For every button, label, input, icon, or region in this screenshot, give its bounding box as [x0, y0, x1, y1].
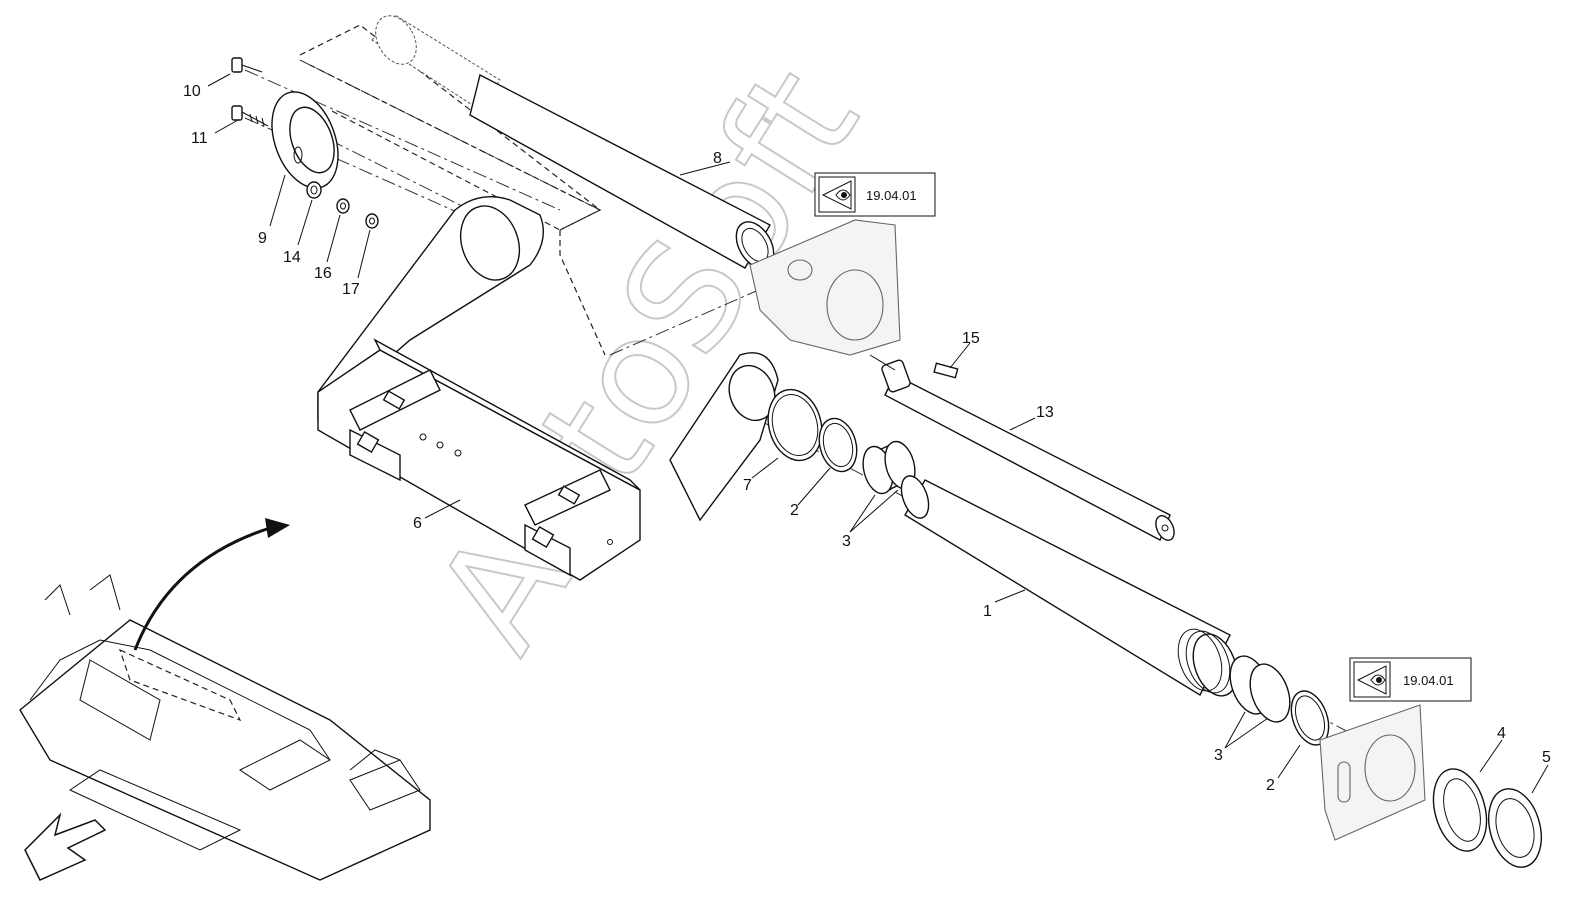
watermark: AutoSoft: [402, 40, 893, 681]
reference-box-upper: 19.04.01: [814, 172, 936, 217]
side-plate: [669, 352, 779, 522]
part-2-seal-lower: [1290, 690, 1330, 746]
washer-17: [365, 213, 379, 229]
reference-label-upper: 19.04.01: [866, 188, 917, 203]
washer-16: [336, 198, 350, 214]
part-4-tab-washer: [1432, 768, 1488, 852]
machine-overview-thumbnail: [19, 574, 431, 881]
bolt-11: [231, 105, 269, 127]
callout-3-lower: 3: [1214, 747, 1223, 764]
callout-10: 10: [183, 83, 201, 100]
callouts: 10 11 9 14 16 17 8 15 13 6 7 2 3 1 3 2 4…: [183, 83, 1551, 794]
callout-16: 16: [314, 265, 332, 282]
callout-4: 4: [1497, 725, 1506, 742]
callout-17: 17: [342, 281, 360, 298]
callout-7: 7: [743, 477, 752, 494]
part-9-flange: [271, 91, 339, 189]
callout-11: 11: [191, 130, 208, 147]
part-3-bushing-lower: [1229, 655, 1291, 723]
part-7-ring: [767, 388, 823, 462]
callout-2-lower: 2: [1266, 777, 1275, 794]
callout-13: 13: [1036, 404, 1054, 421]
pointer-arrow: [133, 518, 290, 651]
bolt-10: [231, 57, 263, 73]
part-6-main-frame: [317, 196, 641, 581]
part-8-upper-tube: [371, 14, 775, 269]
callout-8: 8: [713, 150, 722, 167]
callout-1: 1: [983, 603, 992, 620]
callout-14: 14: [283, 249, 301, 266]
mounting-plate-upper: [749, 219, 901, 356]
callout-2-upper: 2: [790, 502, 799, 519]
nut-14: [306, 181, 322, 199]
reference-box-lower: 19.04.01: [1349, 657, 1472, 702]
part-2-seal-upper: [818, 417, 858, 473]
callout-9: 9: [258, 230, 267, 247]
callout-6: 6: [413, 515, 422, 532]
callout-5: 5: [1542, 749, 1551, 766]
part-5-lock-nut: [1488, 788, 1542, 868]
part-1-main-tube: [900, 475, 1238, 697]
leader-lines: [207, 73, 1549, 794]
watermark-text: AutoSoft: [403, 41, 892, 680]
view-direction-arrow-icon: [24, 812, 107, 881]
part-15-bolt: [869, 354, 959, 393]
reference-label-lower: 19.04.01: [1403, 673, 1454, 688]
assembly-dashed-outline: [299, 24, 606, 356]
eye-view-icon: [1356, 665, 1387, 695]
callout-15: 15: [962, 330, 980, 347]
eye-view-icon: [821, 180, 852, 210]
mounting-plate-lower: [1319, 704, 1426, 841]
callout-3-upper: 3: [842, 533, 851, 550]
